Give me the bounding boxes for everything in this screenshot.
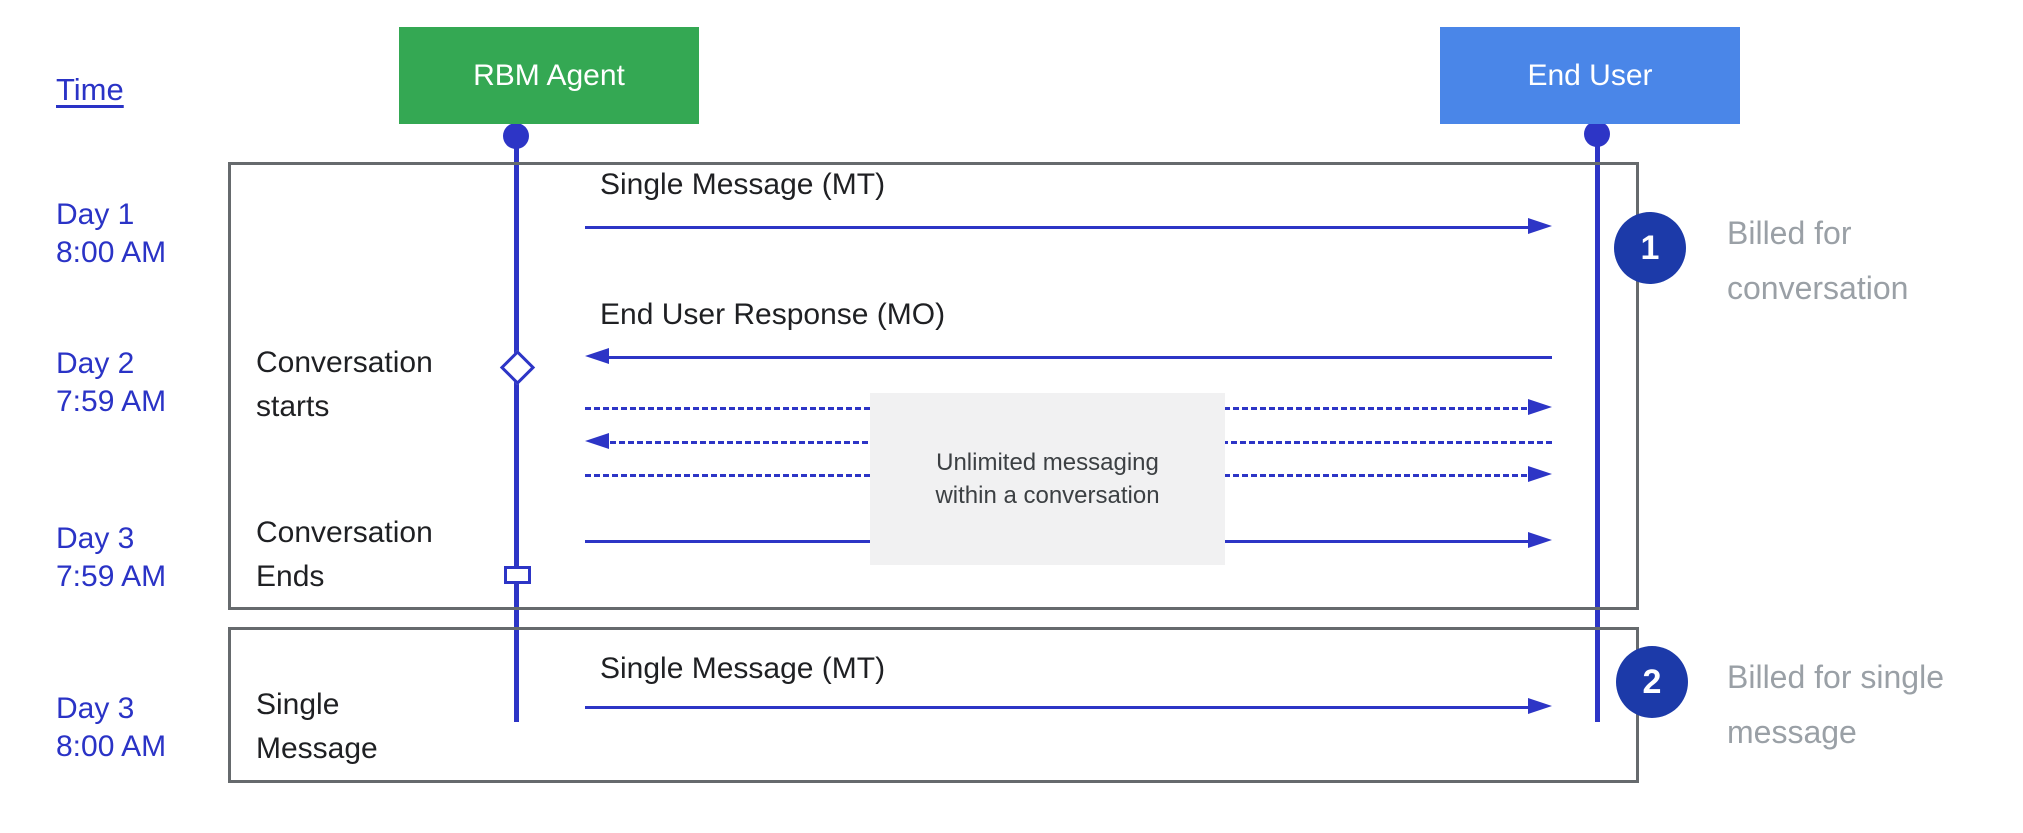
- billed-line1: Billed for: [1727, 215, 1852, 251]
- rbm-agent-box: RBM Agent: [399, 27, 699, 124]
- billed-line1: Billed for single: [1727, 659, 1944, 695]
- billing-step-1-badge: 1: [1614, 212, 1686, 284]
- time-row-time: 7:59 AM: [56, 560, 167, 593]
- arrowhead-right-icon: [1528, 532, 1552, 548]
- time-row-day2: Day 2 7:59 AM: [56, 345, 166, 421]
- arrowhead-right-icon: [1528, 466, 1552, 482]
- arrowhead-left-icon: [585, 433, 609, 449]
- arrowhead-right-icon: [1528, 218, 1552, 234]
- conversation-ends-label: Conversation Ends: [256, 511, 433, 599]
- time-row-day3-end: Day 3 7:59 AM: [56, 520, 166, 596]
- rbm-agent-lifeline-dot: [503, 123, 529, 149]
- billed-line2: message: [1727, 714, 1857, 750]
- conversation-ends-line1: Conversation: [256, 516, 433, 549]
- time-row-time: 8:00 AM: [56, 236, 167, 269]
- single-message-frame: [228, 627, 1639, 783]
- end-user-lifeline-dot: [1584, 121, 1610, 147]
- arrowhead-right-icon: [1528, 399, 1552, 415]
- conversation-ends-line2: Ends: [256, 560, 325, 593]
- single-message-row-line2: Message: [256, 732, 378, 765]
- time-row-day: Day 3: [56, 692, 135, 725]
- conversation-starts-label: Conversation starts: [256, 341, 433, 429]
- single-message-row-label: Single Message: [256, 683, 378, 771]
- badge-number: 1: [1640, 228, 1660, 267]
- mo-response-label: End User Response (MO): [600, 298, 946, 331]
- time-row-day1: Day 1 8:00 AM: [56, 196, 166, 272]
- billed-for-conversation-text: Billed for conversation: [1727, 206, 1908, 316]
- arrowhead-right-icon: [1528, 698, 1552, 714]
- time-row-time: 7:59 AM: [56, 385, 167, 418]
- billed-line2: conversation: [1727, 270, 1909, 306]
- end-user-box: End User: [1440, 27, 1740, 124]
- rbm-agent-label: RBM Agent: [473, 58, 625, 92]
- unlimited-messaging-note: Unlimited messaging within a conversatio…: [870, 393, 1225, 565]
- arrow-line: [601, 356, 1552, 359]
- arrow-line: [585, 226, 1536, 229]
- billing-step-2-badge: 2: [1616, 646, 1688, 718]
- billed-for-single-message-text: Billed for single message: [1727, 650, 1944, 760]
- arrowhead-left-icon: [585, 348, 609, 364]
- time-row-day: Day 2: [56, 347, 135, 380]
- time-axis-label: Time: [56, 72, 124, 107]
- time-row-day3-single: Day 3 8:00 AM: [56, 690, 166, 766]
- arrow-line: [585, 706, 1536, 709]
- conversation-starts-line2: starts: [256, 390, 330, 423]
- badge-number: 2: [1642, 662, 1662, 701]
- note-line1: Unlimited messaging: [936, 449, 1159, 476]
- end-user-label: End User: [1527, 58, 1653, 92]
- rbm-agent-lifeline: [514, 125, 519, 722]
- time-row-day: Day 3: [56, 522, 135, 555]
- end-user-lifeline: [1595, 124, 1600, 722]
- conversation-frame: [228, 162, 1639, 610]
- time-row-day: Day 1: [56, 198, 135, 231]
- note-line2: within a conversation: [935, 482, 1160, 509]
- conversation-starts-line1: Conversation: [256, 346, 433, 379]
- frame2-mt-message-label: Single Message (MT): [600, 652, 886, 685]
- mt-message-label: Single Message (MT): [600, 168, 886, 201]
- conversation-end-square-icon: [504, 566, 531, 584]
- single-message-row-line1: Single: [256, 688, 340, 721]
- time-row-time: 8:00 AM: [56, 730, 167, 763]
